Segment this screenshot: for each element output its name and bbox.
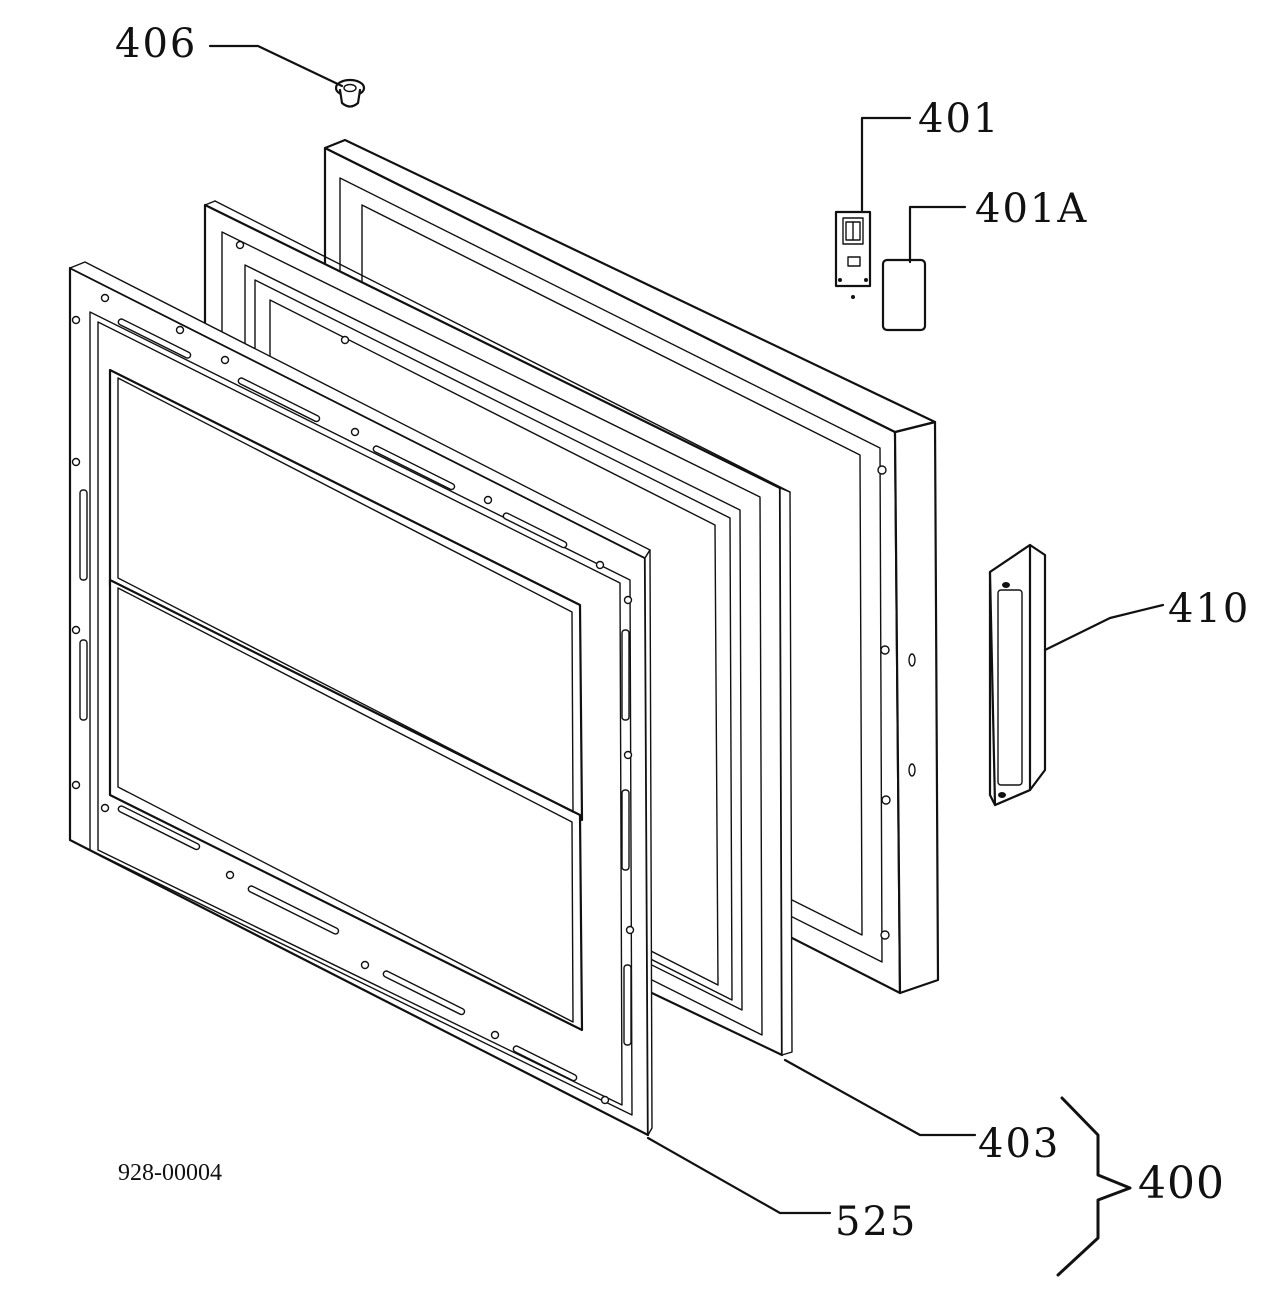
callout-401: 401	[918, 96, 1000, 142]
callout-525: 525	[835, 1199, 917, 1245]
latch-part-401	[834, 210, 872, 299]
callout-410: 410	[1168, 586, 1250, 632]
callout-400: 400	[1138, 1158, 1225, 1209]
brace-400	[1056, 1096, 1132, 1277]
leader-410	[1043, 603, 1165, 652]
leader-406	[208, 44, 344, 88]
callout-403: 403	[978, 1121, 1060, 1167]
bushing-part-406	[334, 78, 366, 108]
handle-part-410	[988, 543, 1047, 807]
callout-406: 406	[115, 21, 197, 67]
leader-401	[860, 116, 912, 212]
leader-525	[646, 1136, 832, 1215]
front-door-frame	[68, 261, 653, 1137]
leader-403	[783, 1058, 977, 1137]
leader-401a	[908, 205, 967, 264]
callout-401a: 401A	[975, 186, 1088, 232]
cover-plate-part-401a	[881, 258, 927, 332]
drawing-number: 928-00004	[118, 1160, 222, 1186]
leader-lines	[208, 44, 1165, 1277]
